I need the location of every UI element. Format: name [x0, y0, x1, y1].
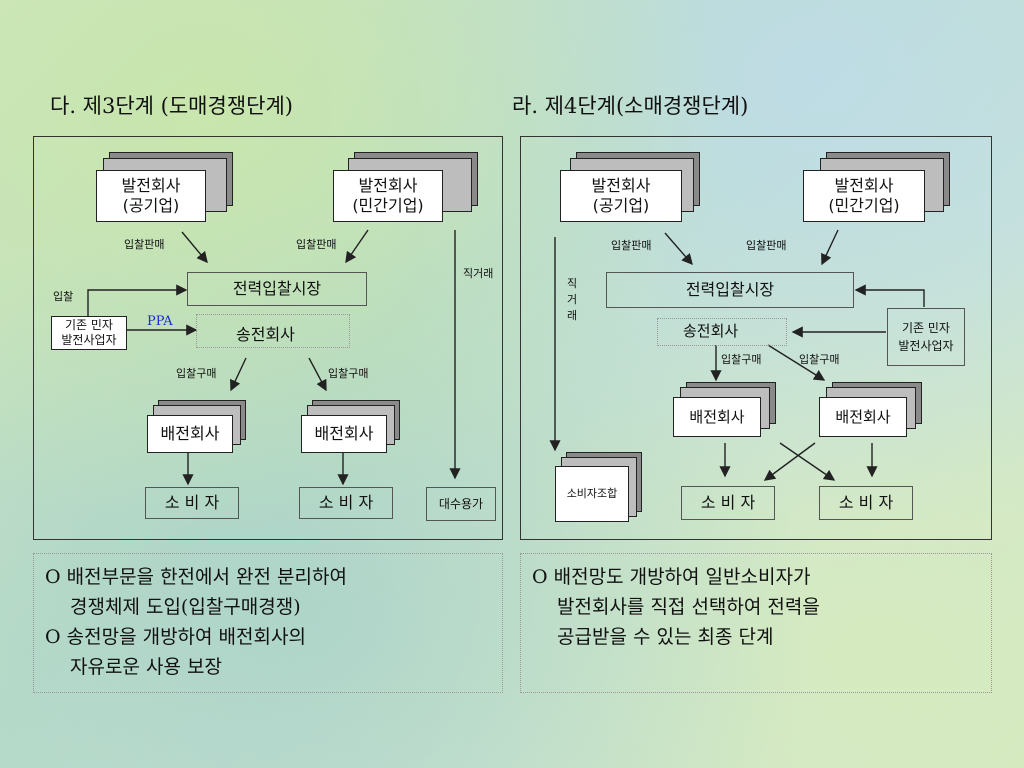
power-market-box: 전력입찰시장 — [187, 272, 367, 306]
right-note-1-line-3: 공급받을 수 있는 최종 단계 — [532, 622, 820, 652]
arrow-r-cross-1 — [779, 442, 836, 481]
consumer-1-box: 소 비 자 — [145, 487, 239, 519]
right-diagram-panel — [520, 136, 992, 540]
label-bid-buy-2: 입찰구매 — [328, 367, 369, 380]
left-notes-panel — [33, 553, 503, 693]
bullet-mark: O — [45, 626, 61, 648]
arrow-gen-private-to-market — [345, 229, 369, 264]
consumer-2-box: 소 비 자 — [299, 487, 393, 519]
right-note-1-line-1: O 배전망도 개방하여 일반소비자가 — [532, 562, 820, 592]
right-note-1-line-2: 발전회사를 직접 선택하여 전력을 — [532, 592, 820, 622]
left-note-1-line-1: O 배전부문을 한전에서 완전 분리하여 — [45, 562, 347, 592]
ipp-box: 기존 민자 발전사업자 — [51, 316, 127, 350]
gen-public-box: 발전회사 (공기업) — [96, 170, 206, 222]
arrow-trans-to-dist-1 — [230, 357, 247, 392]
right-notes-panel — [520, 553, 992, 693]
label-direct-trade: 직거래 — [463, 267, 494, 280]
bullet-mark: O — [532, 566, 548, 588]
bullet-mark: O — [45, 566, 61, 588]
r-consumer-1-box: 소 비 자 — [681, 486, 775, 520]
r-power-market-box: 전력입찰시장 — [606, 272, 854, 308]
r-label-direct-trade: 직 거 래 — [566, 277, 578, 322]
arrow-r-ipp-to-market — [854, 284, 925, 307]
arrow-r-trans-to-dist-2 — [767, 344, 826, 381]
r-label-bid-sell-1: 입찰판매 — [611, 239, 652, 252]
arrow-trans-to-dist-2 — [308, 357, 327, 392]
left-note-1-text: 배전부문을 한전에서 완전 분리하여 — [66, 566, 347, 588]
right-note-1-text-3: 공급받을 수 있는 최종 단계 — [557, 626, 774, 648]
arrow-r-gen-public-to-market — [664, 232, 693, 266]
left-stage-title: 다. 제3단계 (도매경쟁단계) — [50, 94, 293, 118]
label-bid-buy-1: 입찰구매 — [176, 367, 217, 380]
arrow-gen-public-to-market — [181, 231, 208, 264]
left-diagram-panel — [33, 136, 503, 540]
arrow-r-gen-private-to-market — [821, 229, 839, 266]
r-gen-private-box: 발전회사 (민간기업) — [803, 170, 925, 222]
arrow-r-cross-2 — [763, 442, 816, 481]
r-dist-2-box: 배전회사 — [819, 397, 907, 437]
r-dist-1-box: 배전회사 — [673, 397, 761, 437]
label-bid-sell-2: 입찰판매 — [296, 238, 337, 251]
label-bid-sell-1: 입찰판매 — [124, 238, 165, 251]
transmission-label: 송전회사 — [236, 325, 295, 344]
right-note-1-text: 배전망도 개방하여 일반소비자가 — [553, 566, 811, 588]
label-bid: 입찰 — [53, 290, 74, 303]
r-transmission-label: 송전회사 — [683, 322, 739, 340]
left-note-2-line-2: 자유로운 사용 보장 — [45, 652, 347, 682]
dist-2-box: 배전회사 — [301, 415, 387, 453]
left-note-2-text: 송전망을 개방하여 배전회사의 — [66, 626, 306, 648]
right-notes: O 배전망도 개방하여 일반소비자가 발전회사를 직접 선택하여 전력을 공급받… — [532, 562, 820, 652]
r-label-bid-sell-2: 입찰판매 — [746, 239, 787, 252]
left-note-2-line-1: O 송전망을 개방하여 배전회사의 — [45, 622, 347, 652]
left-note-1-text-2: 경쟁체제 도입(입찰구매경쟁) — [70, 596, 301, 618]
r-gen-public-box: 발전회사 (공기업) — [560, 170, 682, 222]
transmission-box — [196, 314, 350, 348]
left-note-1-line-2: 경쟁체제 도입(입찰구매경쟁) — [45, 592, 347, 622]
large-user-box: 대수용가 — [426, 487, 496, 521]
right-stage-title: 라. 제4단계(소매경쟁단계) — [512, 94, 749, 118]
gen-private-box: 발전회사 (민간기업) — [333, 170, 443, 222]
right-note-1-text-2: 발전회사를 직접 선택하여 전력을 — [557, 596, 820, 618]
r-transmission-box — [657, 318, 787, 346]
arrow-ipp-bid — [87, 284, 188, 316]
dist-1-box: 배전회사 — [147, 415, 233, 453]
left-note-2-text-2: 자유로운 사용 보장 — [70, 656, 222, 678]
r-coop-box: 소비자조합 — [555, 466, 629, 522]
r-label-bid-buy-1: 입찰구매 — [721, 353, 762, 366]
left-notes: O 배전부문을 한전에서 완전 분리하여 경쟁체제 도입(입찰구매경쟁) O 송… — [45, 562, 347, 682]
r-consumer-2-box: 소 비 자 — [819, 486, 913, 520]
r-label-bid-buy-2: 입찰구매 — [799, 353, 840, 366]
r-ipp-box: 기존 민자 발전사업자 — [887, 308, 965, 366]
label-ppa: PPA — [147, 314, 173, 329]
